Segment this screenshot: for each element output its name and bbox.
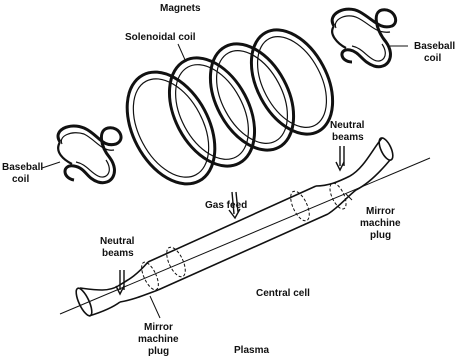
label-mirror-plug-right-2: machine xyxy=(360,218,401,229)
label-neutral-beams-left-2: beams xyxy=(102,248,134,259)
label-solenoidal-coil: Solenoidal coil xyxy=(125,32,196,43)
label-magnets: Magnets xyxy=(160,3,201,14)
leader-mirror-left xyxy=(150,296,160,318)
label-gas-feed: Gas feed xyxy=(205,200,247,211)
label-neutral-beams-right-2: beams xyxy=(332,132,364,143)
neutral-beam-arrow-right xyxy=(336,146,344,170)
label-mirror-plug-right-3: plug xyxy=(370,230,391,241)
left-end-fan xyxy=(73,286,120,318)
leader-solenoidal xyxy=(178,44,186,62)
label-neutral-beams-right-1: Neutral xyxy=(330,120,365,131)
label-plasma: Plasma xyxy=(234,345,269,356)
label-baseball-coil-right-2: coil xyxy=(424,53,441,64)
label-baseball-coil-right-1: Baseball xyxy=(414,41,455,52)
solenoidal-coil-rings xyxy=(109,16,349,199)
baseball-coil-right xyxy=(332,9,395,67)
label-mirror-plug-left-3: plug xyxy=(148,346,169,357)
baseball-coil-left xyxy=(58,126,121,183)
label-mirror-plug-left-2: machine xyxy=(138,334,179,345)
label-neutral-beams-left-1: Neutral xyxy=(100,236,135,247)
label-central-cell: Central cell xyxy=(256,288,310,299)
label-baseball-coil-left-1: Baseball xyxy=(2,162,43,173)
label-baseball-coil-left-2: coil xyxy=(12,174,29,185)
label-mirror-plug-right-1: Mirror xyxy=(366,206,395,217)
leader-baseball-left xyxy=(42,162,60,168)
mirror-plug-right-body xyxy=(316,176,356,214)
label-mirror-plug-left-1: Mirror xyxy=(144,322,173,333)
